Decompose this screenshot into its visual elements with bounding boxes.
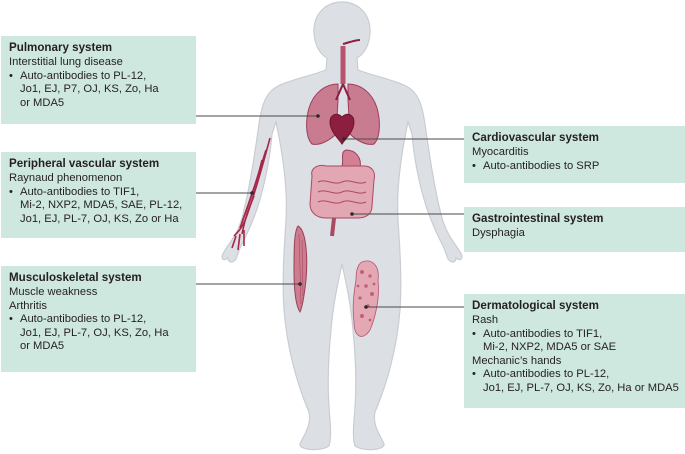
bullet-line: Mi-2, NXP2, MDA5 or SAE	[483, 341, 617, 354]
bullet-line: Jo1, EJ, PL-7, OJ, KS, Zo, Ha	[20, 326, 169, 339]
human-body-silhouette	[221, 1, 463, 451]
manifestation: Rash	[472, 314, 499, 326]
bullet-line: or MDA5	[20, 96, 65, 109]
antibody-bullet: Auto-antibodies to TIF1, Mi-2, NXP2, MDA…	[9, 186, 188, 227]
manifestation: Raynaud phenomenon	[9, 172, 123, 184]
panel-musculoskeletal-system: Musculoskeletal system Muscle weakness A…	[1, 266, 196, 372]
panel-title: Peripheral vascular system	[9, 157, 160, 170]
leader-lines	[196, 115, 464, 308]
manifestation: Dysphagia	[472, 227, 525, 239]
panel-title: Gastrointestinal system	[472, 212, 604, 225]
panel-title: Dermatological system	[472, 299, 599, 312]
bullet-line: Auto-antibodies to TIF1,	[20, 185, 140, 198]
panel-cardiovascular-system: Cardiovascular system Myocarditis Auto-a…	[464, 126, 685, 183]
panel-title: Musculoskeletal system	[9, 271, 142, 284]
manifestation: Interstitial lung disease	[9, 56, 123, 68]
manifestation: Arthritis	[9, 299, 47, 312]
bullet-line: Jo1, EJ, PL-7, OJ, KS, Zo or Ha	[20, 212, 179, 225]
manifestation: Muscle weakness	[9, 286, 98, 298]
bullet-line: Mi-2, NXP2, MDA5, SAE, PL-12,	[20, 199, 183, 212]
bullet-line: Jo1, EJ, P7, OJ, KS, Zo, Ha	[20, 83, 159, 96]
intestines	[309, 165, 375, 237]
bullet-line: Auto-antibodies to TIF1,	[483, 327, 603, 340]
thigh-muscle	[293, 225, 308, 313]
leader-dots	[250, 114, 368, 309]
bullet-line: Auto-antibodies to SRP	[483, 159, 600, 172]
panel-peripheral-vascular-system: Peripheral vascular system Raynaud pheno…	[1, 152, 196, 238]
manifestation: Myocarditis	[472, 146, 529, 158]
bullet-line: Auto-antibodies to PL-12,	[483, 368, 610, 381]
panel-gastrointestinal-system: Gastrointestinal system Dysphagia	[464, 207, 685, 252]
arm-blood-vessels	[231, 137, 271, 251]
bullet-line: Auto-antibodies to PL-12,	[20, 69, 147, 82]
antibody-bullet: Auto-antibodies to SRP	[472, 160, 677, 174]
panel-pulmonary-system: Pulmonary system Interstitial lung disea…	[1, 36, 196, 124]
bullet-line: Auto-antibodies to PL-12,	[20, 313, 147, 326]
lungs	[306, 83, 380, 145]
heart	[329, 113, 355, 146]
panel-dermatological-system: Dermatological system Rash Auto-antibodi…	[464, 294, 685, 408]
bullet-line: or MDA5	[20, 340, 65, 353]
trachea	[340, 39, 361, 84]
panel-title: Cardiovascular system	[472, 131, 599, 144]
antibody-bullet: Auto-antibodies to PL-12, Jo1, EJ, P7, O…	[9, 70, 188, 111]
manifestation: Mechanic’s hands	[472, 354, 562, 367]
panel-title: Pulmonary system	[9, 41, 113, 54]
antibody-bullet: Auto-antibodies to PL-12, Jo1, EJ, PL-7,…	[472, 368, 679, 395]
bullet-line: Jo1, EJ, PL-7, OJ, KS, Zo, Ha or MDA5	[483, 381, 679, 394]
antibody-bullet: Auto-antibodies to TIF1, Mi-2, NXP2, MDA…	[472, 328, 677, 355]
antibody-bullet: Auto-antibodies to PL-12, Jo1, EJ, PL-7,…	[9, 313, 188, 354]
